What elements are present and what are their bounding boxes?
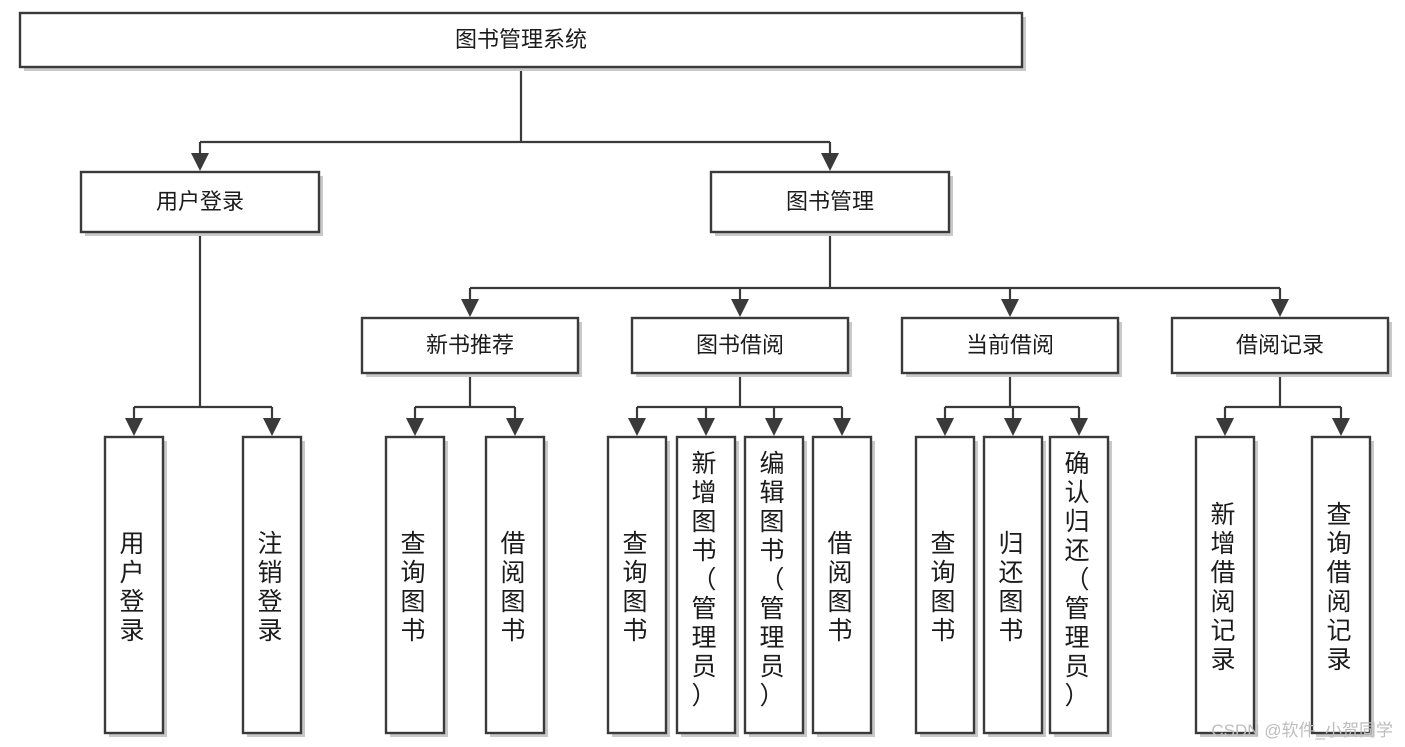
arrow-head-icon [821, 153, 839, 171]
node-book-borrow[interactable]: 图书借阅 [630, 316, 852, 377]
node-leaf-add-book[interactable]: 新增图书（管理员） [675, 435, 739, 737]
node-box [384, 435, 446, 735]
node-user-login[interactable]: 用户登录 [79, 170, 323, 236]
node-label: 归还图书 [998, 530, 1027, 645]
arrow-head-icon [731, 299, 749, 317]
node-leaf-query-borrow-record[interactable]: 查询借阅记录 [1310, 435, 1374, 737]
node-box [18, 11, 1024, 69]
node-layer: 图书管理系统用户登录图书管理新书推荐图书借阅当前借阅借阅记录用户登录注销登录查询… [18, 11, 1392, 737]
node-leaf-query-book-current[interactable]: 查询图书 [914, 435, 978, 737]
node-box [103, 435, 165, 735]
csdn-watermark: CSDN @软件_小贺同学 [1211, 721, 1393, 740]
node-label: 当前借阅 [966, 332, 1054, 357]
node-book-management[interactable]: 图书管理 [709, 170, 953, 236]
node-label: 查询图书 [930, 530, 959, 645]
node-box [982, 435, 1044, 735]
arrow-head-icon [833, 418, 851, 436]
connector-layer [125, 67, 1350, 436]
node-label: 用户登录 [119, 530, 148, 645]
node-box [811, 435, 873, 735]
node-leaf-confirm-return[interactable]: 确认归还（管理员） [1048, 435, 1112, 737]
node-box [1310, 435, 1372, 735]
arrow-head-icon [1001, 299, 1019, 317]
node-label: 图书借阅 [696, 332, 784, 357]
node-box [914, 435, 976, 735]
node-leaf-logout-login[interactable]: 注销登录 [241, 435, 305, 737]
node-label: 借阅图书 [827, 530, 856, 645]
arrow-head-icon [1070, 418, 1088, 436]
node-label: 新增借阅记录 [1210, 501, 1239, 674]
node-leaf-user-login[interactable]: 用户登录 [103, 435, 167, 737]
node-box [1170, 316, 1390, 375]
node-borrow-record[interactable]: 借阅记录 [1170, 316, 1392, 377]
node-new-book-recommend[interactable]: 新书推荐 [360, 316, 582, 377]
node-box [360, 316, 580, 375]
node-label: 新书推荐 [426, 332, 514, 357]
node-current-borrow[interactable]: 当前借阅 [900, 316, 1122, 377]
node-box [1194, 435, 1256, 735]
node-label: 查询图书 [400, 530, 429, 645]
node-label: 注销登录 [257, 530, 286, 645]
arrow-head-icon [1004, 418, 1022, 436]
node-box [1048, 435, 1110, 735]
node-label: 图书管理 [786, 189, 874, 214]
node-label: 查询借阅记录 [1326, 501, 1355, 674]
node-leaf-return-book[interactable]: 归还图书 [982, 435, 1046, 737]
arrow-head-icon [506, 418, 524, 436]
arrow-head-icon [191, 153, 209, 171]
node-box [900, 316, 1120, 375]
arrow-head-icon [936, 418, 954, 436]
node-box [675, 435, 737, 735]
arrow-head-icon [461, 299, 479, 317]
node-label: 确认归还（管理员） [1064, 450, 1093, 710]
edge-group-current-borrow [936, 373, 1088, 436]
node-label: 查询图书 [622, 530, 651, 645]
arrow-head-icon [628, 418, 646, 436]
node-label: 用户登录 [156, 189, 244, 214]
node-box [79, 170, 321, 234]
node-leaf-query-book-recommend[interactable]: 查询图书 [384, 435, 448, 737]
edge-group-book-borrow [628, 373, 851, 436]
arrow-head-icon [765, 418, 783, 436]
node-leaf-query-book-borrow[interactable]: 查询图书 [606, 435, 670, 737]
node-label: 图书管理系统 [455, 27, 587, 52]
arrow-head-icon [1271, 299, 1289, 317]
node-label: 借阅图书 [500, 530, 529, 645]
edge-group-user-login [125, 232, 281, 436]
arrow-head-icon [1216, 418, 1234, 436]
edge-group-borrow-record [1216, 373, 1350, 436]
node-label: 新增图书（管理员） [691, 450, 720, 710]
node-label: 编辑图书（管理员） [759, 450, 788, 710]
arrow-head-icon [406, 418, 424, 436]
edge-group-root [191, 67, 839, 171]
arrow-head-icon [125, 418, 143, 436]
node-leaf-add-borrow-record[interactable]: 新增借阅记录 [1194, 435, 1258, 737]
edge-group-book-management [461, 232, 1289, 317]
node-label: 借阅记录 [1236, 332, 1324, 357]
node-leaf-borrow-book[interactable]: 借阅图书 [811, 435, 875, 737]
node-box [709, 170, 951, 234]
node-box [606, 435, 668, 735]
arrow-head-icon [1332, 418, 1350, 436]
node-box [743, 435, 805, 735]
node-box [484, 435, 546, 735]
edge-group-new-book-recommend [406, 373, 524, 436]
arrow-head-icon [263, 418, 281, 436]
node-leaf-borrow-book-recommend[interactable]: 借阅图书 [484, 435, 548, 737]
arrow-head-icon [697, 418, 715, 436]
node-box [630, 316, 850, 375]
node-leaf-edit-book[interactable]: 编辑图书（管理员） [743, 435, 807, 737]
node-box [241, 435, 303, 735]
node-root[interactable]: 图书管理系统 [18, 11, 1026, 71]
